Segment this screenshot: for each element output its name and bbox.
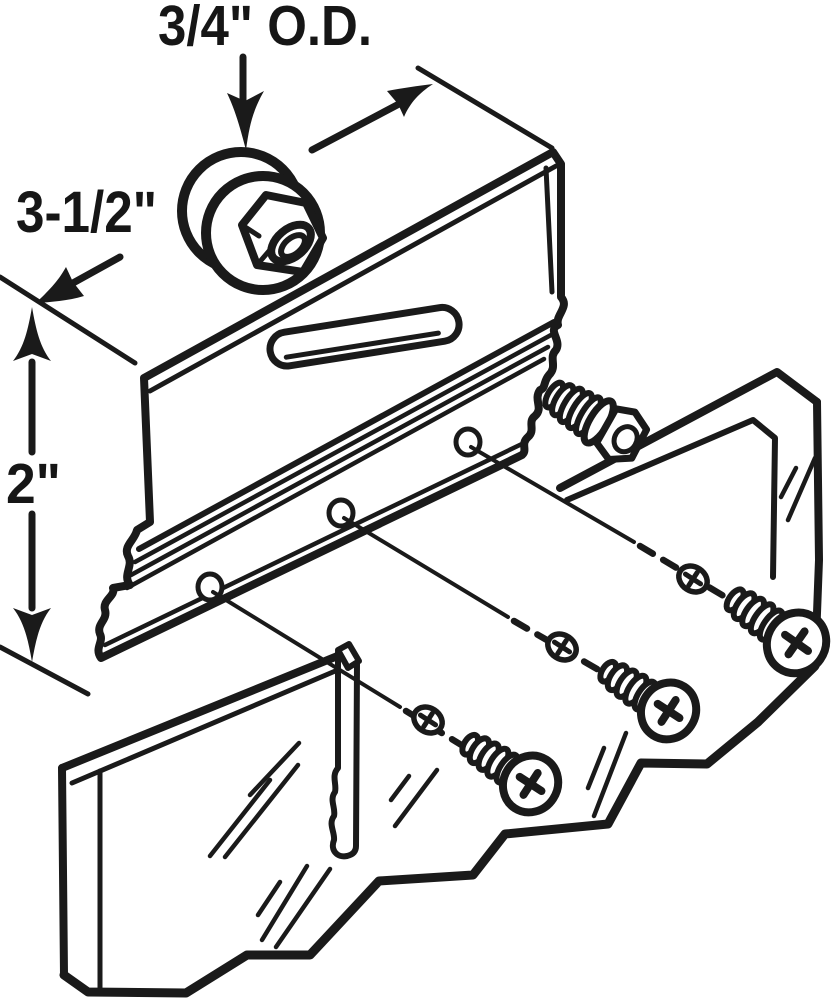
strip-right-edge [344, 660, 360, 859]
glass-hatch-middle [388, 767, 440, 829]
glass-hatch-right-upper [778, 455, 818, 523]
rail-left-top-edge [58, 651, 344, 772]
rail-left-end-edge [58, 764, 68, 979]
height-arrow [13, 307, 51, 662]
strip-top-face [335, 641, 362, 671]
hex-screw [542, 379, 651, 463]
width-arrow-lower [36, 253, 124, 303]
od-arrow [227, 53, 264, 150]
small-head-2 [545, 631, 579, 663]
label-outer-diameter: 3/4" O.D. [158, 0, 372, 58]
glass-hatch-right-lower [585, 730, 629, 819]
bracket-plate [94, 148, 568, 662]
width-arrow-upper [308, 84, 433, 154]
phillips-screw-3 [459, 731, 563, 817]
glass-hatch-left-lower [255, 863, 333, 950]
small-head-3 [411, 704, 445, 736]
bracket-right-inner-line [543, 165, 555, 295]
label-width: 3-1/2" [16, 180, 157, 245]
bracket-top-inner-line [147, 163, 559, 394]
label-height: 2" [6, 452, 61, 516]
rail-left-silhouette [62, 650, 350, 993]
nut-hole-inner [278, 232, 308, 260]
roller-wheel [177, 147, 327, 295]
glass-hatch-left-upper [207, 740, 302, 860]
small-head-1 [676, 563, 710, 595]
adjustment-slot [266, 303, 463, 370]
rail-right-inner-band [564, 417, 778, 580]
strip-left-edge [328, 649, 350, 860]
rail-right-silhouette [348, 372, 819, 921]
rail-left-inner-band [69, 666, 343, 786]
bracket-holes [195, 426, 483, 603]
rail-left-panel [58, 650, 350, 993]
broken-bottom-edge [59, 661, 820, 998]
phillips-screw-2 [597, 658, 701, 744]
serrated-flange [102, 319, 557, 648]
dimension-extension-lines [0, 65, 555, 697]
middle-strip [328, 641, 362, 860]
phillips-screw-1 [723, 586, 831, 678]
small-screw-heads [411, 563, 710, 736]
